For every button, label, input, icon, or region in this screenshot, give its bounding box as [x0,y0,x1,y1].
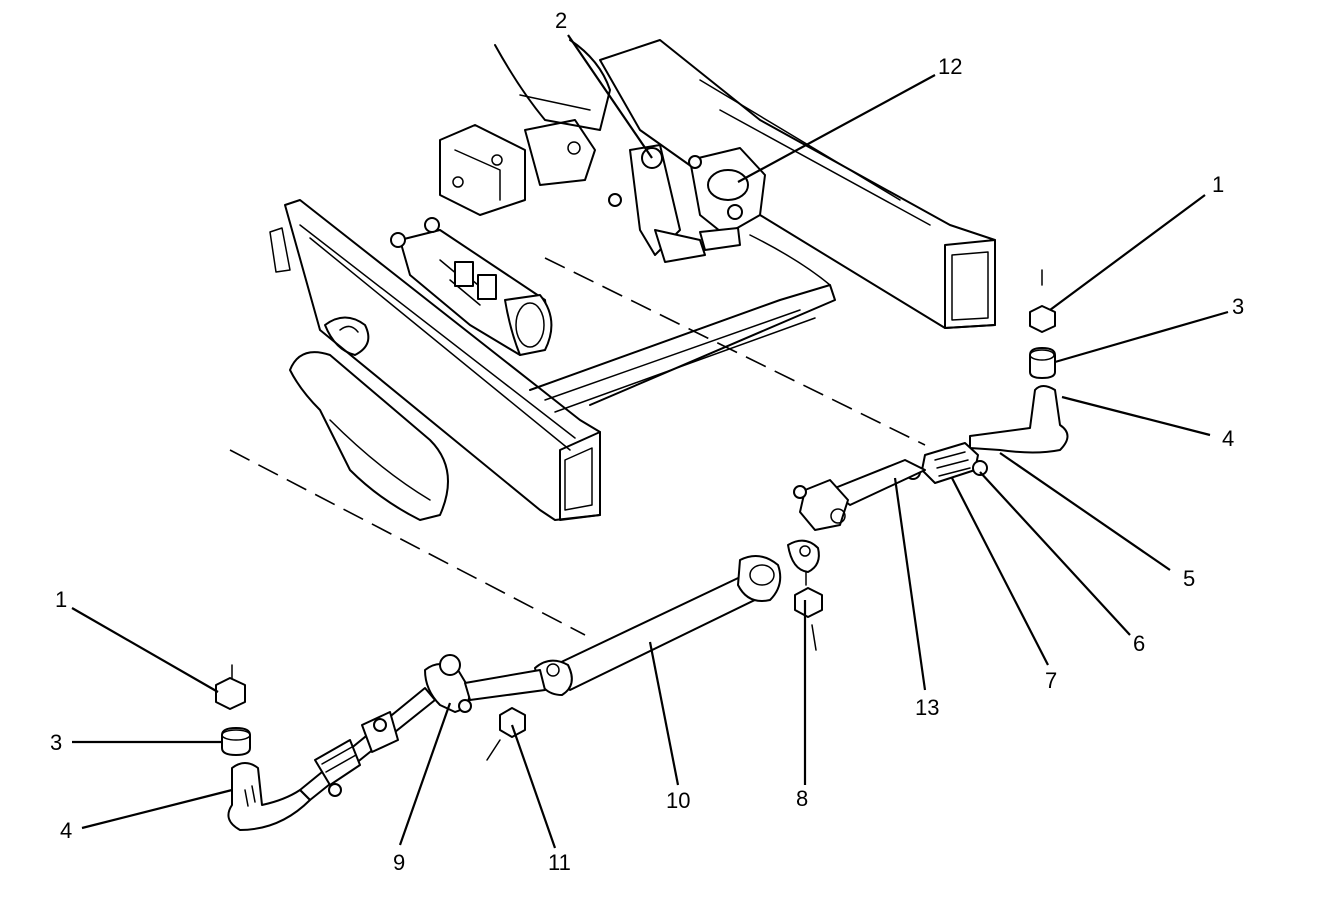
callout-13: 13 [915,695,939,720]
callout-12: 12 [938,54,962,79]
callout-1-left: 1 [55,587,67,612]
callout-11: 11 [548,850,571,875]
relay-rod [534,539,820,696]
right-tie-rod-assembly [793,269,1069,651]
vehicle-frame [229,39,996,636]
callout-5: 5 [1183,566,1195,591]
callout-3-left: 3 [50,730,62,755]
callout-4-left: 4 [60,818,72,843]
callout-6: 6 [1133,631,1145,656]
callout-8: 8 [796,786,808,811]
callout-9: 9 [393,850,405,875]
callout-7: 7 [1045,668,1057,693]
idler-arm-assembly [608,144,766,263]
callout-10: 10 [666,788,690,813]
steering-gear [390,217,553,356]
callout-2: 2 [555,8,567,33]
callout-1-right: 1 [1212,172,1224,197]
callout-4-right: 4 [1222,426,1234,451]
left-tie-rod-assembly [215,654,546,831]
callout-labels: 1 2 12 3 4 5 6 7 13 8 10 11 9 1 3 4 [50,8,1244,875]
callout-leaders [71,34,1229,849]
callout-3-right: 3 [1232,294,1244,319]
